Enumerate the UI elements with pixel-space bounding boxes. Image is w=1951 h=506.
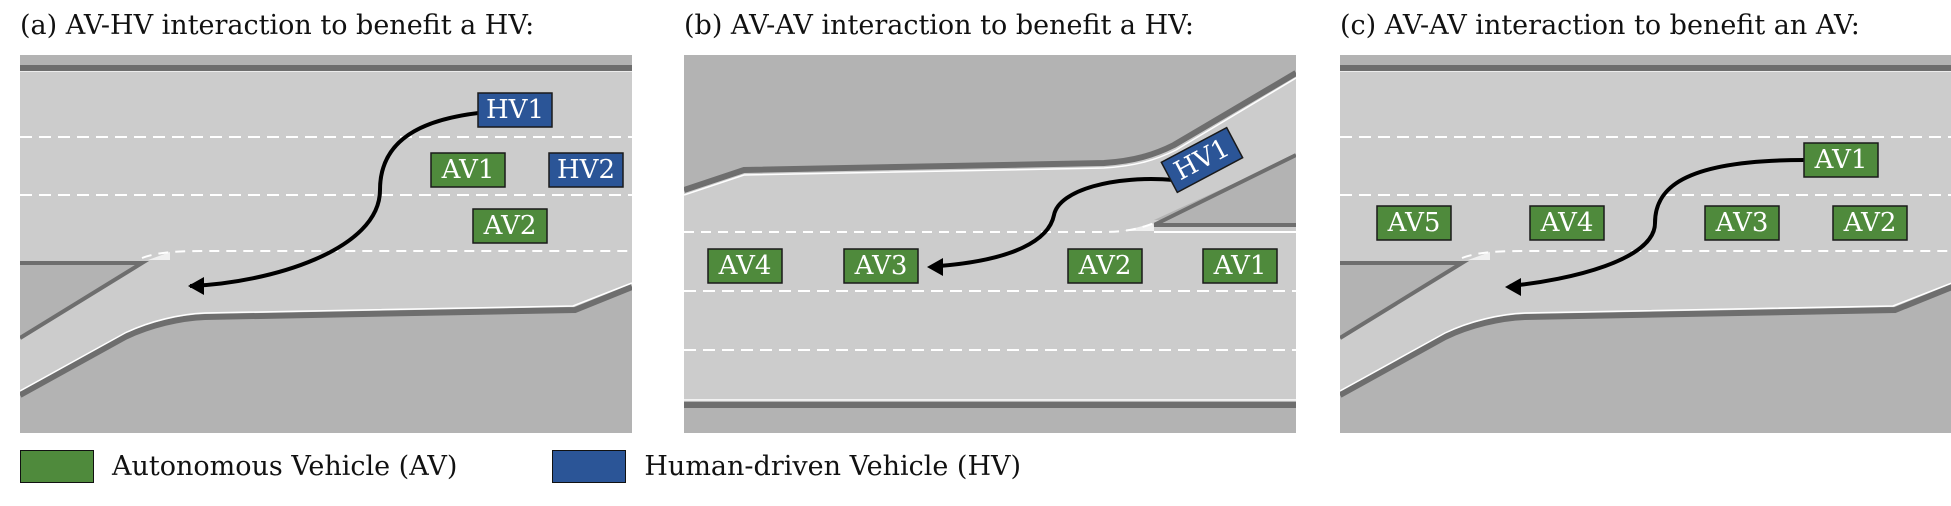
arrowhead [1505,278,1521,296]
vehicle-label: AV4 [1540,208,1594,238]
lane-marking [141,250,632,259]
legend-label-hv: Human-driven Vehicle (HV) [644,451,1022,482]
panel-c-vehicles: AV1 AV5 AV4 AV3 AV2 [1376,142,1908,241]
ramp-barrier [684,70,1296,193]
road-surface [684,73,1296,400]
vehicle-av: AV2 [1832,205,1908,241]
vehicle-av: AV5 [1376,205,1452,241]
vehicle-av: AV1 [1202,248,1278,284]
vehicle-label: AV2 [1843,208,1897,238]
panel-b-diagram [684,55,1296,433]
vehicle-av: AV1 [430,152,506,188]
ramp-barrier [1340,284,1951,398]
vehicle-av: AV4 [707,248,783,284]
vehicle-av: AV2 [472,208,548,244]
arrowhead [927,258,943,276]
trajectory-arrow [189,108,535,288]
vehicle-label: HV1 [486,95,544,125]
vehicle-hv: HV2 [548,152,624,188]
vehicle-av: AV3 [1704,205,1780,241]
road-surface [1340,72,1951,395]
vehicle-av: AV3 [843,248,919,284]
legend-item-hv: Human-driven Vehicle (HV) [552,450,1021,483]
vehicle-label: AV2 [483,211,537,241]
vehicle-label: AV4 [718,251,772,281]
arrowhead [188,277,204,295]
panel-b-vehicles: HV1 AV4 AV3 AV2 AV1 [707,126,1278,284]
legend-item-av: Autonomous Vehicle (AV) [20,450,457,483]
vehicle-label: HV2 [557,155,615,185]
vehicle-label: AV1 [441,155,495,185]
vehicle-label: AV1 [1814,145,1868,175]
vehicle-label: AV1 [1213,251,1267,281]
panel-b-title: (b) AV-AV interaction to benefit a HV: [684,10,1195,41]
vehicle-av: AV1 [1803,142,1879,178]
lane-marking [1461,250,1951,259]
vehicle-hv: HV1 [1160,126,1244,194]
vehicle-label: AV3 [1715,208,1769,238]
hv-swatch [552,450,627,483]
vehicle-hv: HV1 [477,92,553,128]
panel-a-title: (a) AV-HV interaction to benefit a HV: [20,10,535,41]
trajectory-arrow [1509,158,1805,288]
legend: Autonomous Vehicle (AV) Human-driven Veh… [20,450,1116,483]
vehicle-label: AV3 [854,251,908,281]
ramp-barrier [20,284,632,398]
vehicle-label: AV5 [1387,208,1441,238]
legend-label-av: Autonomous Vehicle (AV) [112,451,458,482]
panel-c-diagram [1340,55,1951,433]
panel-a-vehicles: HV1 AV1 HV2 AV2 [430,92,624,244]
vehicle-av: AV4 [1529,205,1605,241]
vehicle-av: AV2 [1067,248,1143,284]
panel-c-title: (c) AV-AV interaction to benefit an AV: [1340,10,1860,41]
trajectory-arrow [938,177,1175,268]
av-swatch [20,450,94,483]
vehicle-label: AV2 [1078,251,1132,281]
